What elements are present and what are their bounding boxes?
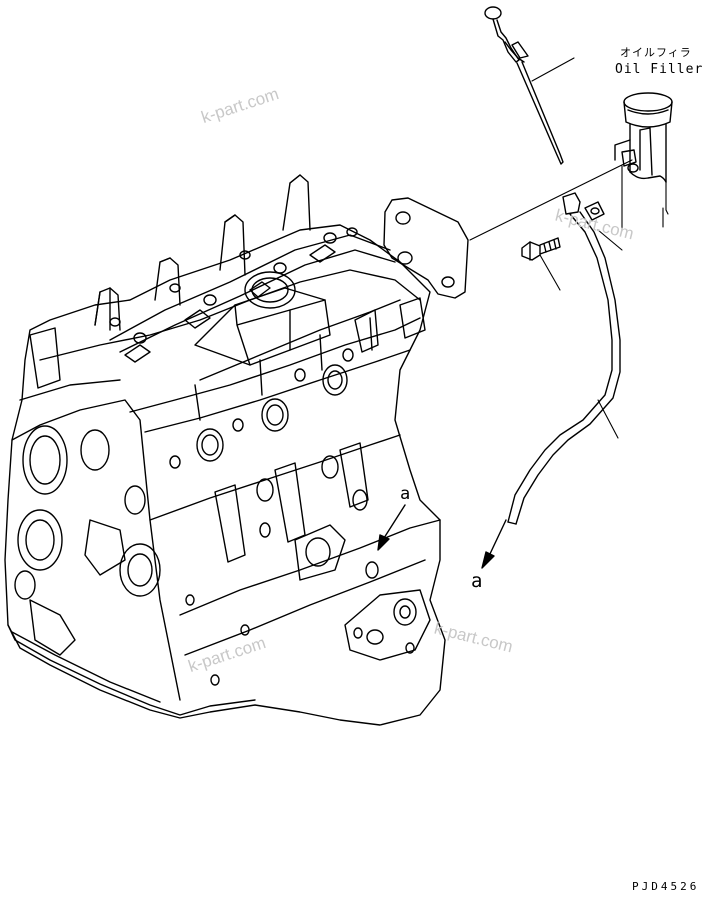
filler-bracket — [383, 197, 469, 299]
drawing-code: PJD4526 — [632, 880, 700, 893]
cylinder-head-top — [29, 174, 426, 421]
reference-mark-a-upper: a — [400, 484, 411, 504]
gauge-tube — [507, 192, 621, 525]
dipstick — [484, 6, 564, 165]
reference-mark-a-lower: a — [471, 570, 483, 592]
arrow-a-upper — [377, 504, 406, 551]
oil-filler-label-jp: オイルフィラ — [620, 46, 692, 59]
oil-filler — [614, 92, 673, 183]
oil-filler-label-en: Oil Filler — [615, 62, 703, 77]
engine-block — [4, 224, 446, 726]
leader-lines — [469, 57, 669, 439]
arrow-a-lower — [481, 519, 507, 569]
